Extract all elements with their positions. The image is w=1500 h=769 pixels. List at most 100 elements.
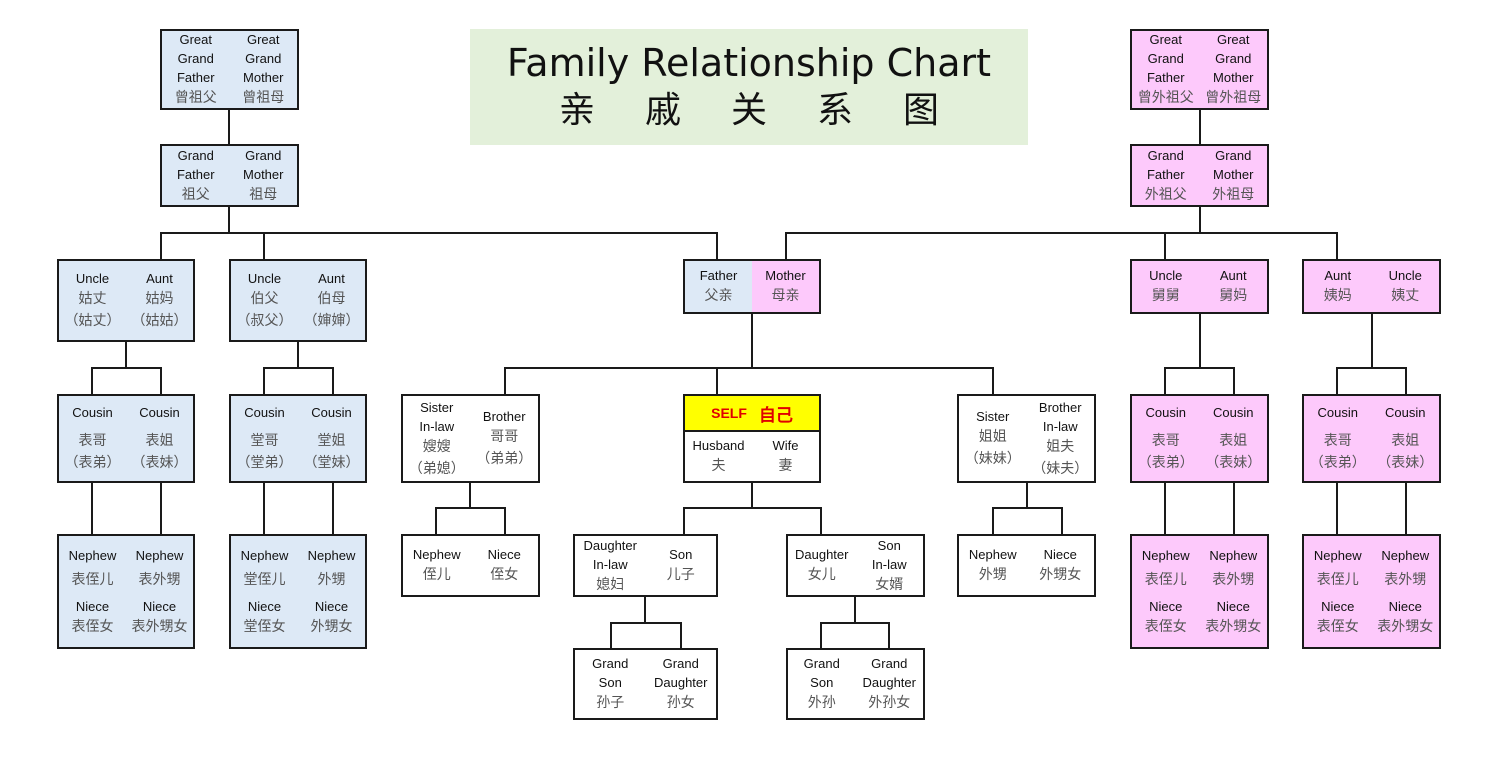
label-zh: （表妹） <box>131 455 188 471</box>
person-cell-right: Niece 外甥女 <box>1027 536 1095 595</box>
label-zh: 表侄儿 <box>71 571 114 588</box>
label-zh: 外甥女 <box>1039 567 1082 583</box>
label-zh: 表外甥 <box>1384 571 1427 588</box>
label-zh: 女婿 <box>875 576 904 593</box>
label-en: Aunt <box>1219 268 1247 283</box>
label-zh: 表侄儿 <box>1144 571 1187 588</box>
label-en: Grand <box>177 147 214 163</box>
label-zh: 曾外祖母 <box>1205 90 1262 106</box>
label-zh: 表哥 <box>1151 433 1180 449</box>
label-zh: 姨丈 <box>1391 288 1420 304</box>
title-english: Family Relationship Chart <box>506 41 992 85</box>
label-zh: （姑丈） <box>64 313 121 329</box>
label-zh: 表姐 <box>145 433 174 449</box>
label-en: Daughter <box>795 547 849 562</box>
label-en: In-law <box>592 556 628 572</box>
label-zh: 舅妈 <box>1219 288 1248 304</box>
label-en: Cousin <box>1145 405 1186 420</box>
label-en: Great <box>1216 32 1250 47</box>
self-label-zh: 自己 <box>758 405 793 426</box>
label-en: Nephew <box>1141 547 1190 563</box>
label-en: Sister <box>420 399 454 415</box>
label-zh: 曾外祖父 <box>1137 90 1194 106</box>
person-cell-right: Aunt 舅妈 <box>1200 261 1268 312</box>
label-en: Niece <box>142 598 177 614</box>
label-en: Grand <box>662 656 699 671</box>
label-en: Cousin <box>311 405 352 420</box>
label-en: Niece <box>1216 598 1250 614</box>
label-en: Father <box>699 268 738 283</box>
label-en: Niece <box>1043 547 1077 562</box>
label-zh: （堂妹） <box>303 455 360 471</box>
label-en: Daughter <box>862 675 916 690</box>
label-en: Grand <box>1215 147 1252 163</box>
person-cell-right: Cousin 堂姐 （堂妹） <box>298 396 365 481</box>
label-en: Father <box>1146 70 1185 85</box>
label-zh: 姐姐 <box>978 429 1007 445</box>
label-zh: 外甥 <box>317 571 346 588</box>
label-en: Grand <box>871 656 908 671</box>
label-en: Nephew <box>307 547 356 563</box>
self-label-en: SELF <box>711 405 747 421</box>
label-en: Father <box>176 70 215 85</box>
label-en: Wife <box>772 438 799 453</box>
label-en: Niece <box>75 598 110 614</box>
label-en: Father <box>1146 166 1185 182</box>
label-zh: 表侄儿 <box>1316 571 1359 588</box>
self-header: SELF 自己 <box>685 396 819 432</box>
label-en: Nephew <box>135 547 184 563</box>
label-zh: 外孙 <box>807 695 836 711</box>
label-en: Cousin <box>139 405 180 420</box>
label-en: Great <box>246 32 280 47</box>
label-zh: 堂姐 <box>317 433 346 449</box>
label-en: Son <box>598 675 622 690</box>
label-en: Mother <box>1213 70 1254 85</box>
label-zh: 表侄女 <box>1316 618 1359 635</box>
label-en: Niece <box>1321 598 1355 614</box>
title-chinese: 亲戚关系图 <box>558 90 989 131</box>
label-zh: 孙子 <box>596 695 625 711</box>
label-zh: 祖母 <box>249 186 278 203</box>
label-en: Nephew <box>68 547 117 563</box>
label-en: Son <box>877 537 901 553</box>
label-en: In-law <box>419 418 455 434</box>
label-zh: 表哥 <box>1323 433 1352 449</box>
label-zh: 姑妈 <box>145 291 174 307</box>
label-en: In-law <box>1042 418 1078 434</box>
label-en: Niece <box>487 547 521 562</box>
label-en: Grand <box>803 656 840 671</box>
label-en: Son <box>669 547 693 562</box>
label-en: Great <box>179 32 212 47</box>
